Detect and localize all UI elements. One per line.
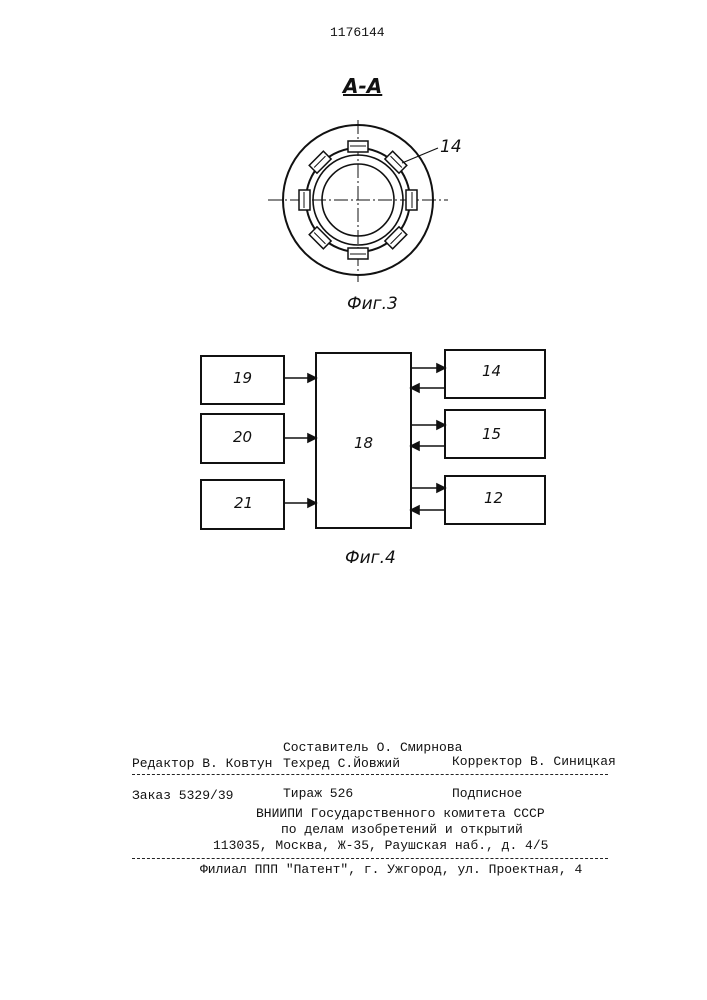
block-20-label: 20 — [233, 428, 252, 446]
block-14-label: 14 — [482, 362, 501, 380]
sensor-pad — [309, 151, 331, 173]
circulation: Тираж 526 — [283, 786, 353, 801]
sensor-pad — [406, 190, 417, 210]
rule-bottom — [132, 858, 608, 859]
editor: Редактор В. Ковтун — [132, 756, 272, 771]
block-12-label: 12 — [484, 489, 503, 507]
block-19-label: 19 — [233, 369, 252, 387]
branch: Филиал ППП "Патент", г. Ужгород, ул. Про… — [200, 862, 582, 877]
sensor-pad — [348, 248, 368, 259]
sensor-pad — [348, 141, 368, 152]
org-line-2: по делам изобретений и открытий — [281, 822, 523, 837]
sensor-pad — [385, 227, 407, 249]
org-line-1: ВНИИПИ Государственного комитета СССР — [256, 806, 545, 821]
subscription: Подписное — [452, 786, 522, 801]
order: Заказ 5329/39 — [132, 788, 233, 803]
sensor-pad — [299, 190, 310, 210]
corrector: Корректор В. Синицкая — [452, 754, 616, 769]
block-21-label: 21 — [234, 494, 253, 512]
compiler: Составитель О. Смирнова — [283, 740, 462, 755]
techred: Техред С.Йовжий — [283, 756, 400, 771]
fig3-caption: Фиг.3 — [347, 294, 398, 314]
org-address: 113035, Москва, Ж-35, Раушская наб., д. … — [213, 838, 548, 853]
fig4-caption: Фиг.4 — [345, 548, 396, 568]
block-18-label: 18 — [354, 434, 373, 452]
part-label-14: 14 — [440, 137, 462, 157]
sensor-pad — [309, 227, 331, 249]
rule-top — [132, 774, 608, 775]
leader-line-14 — [402, 148, 438, 163]
block-15-label: 15 — [482, 425, 501, 443]
